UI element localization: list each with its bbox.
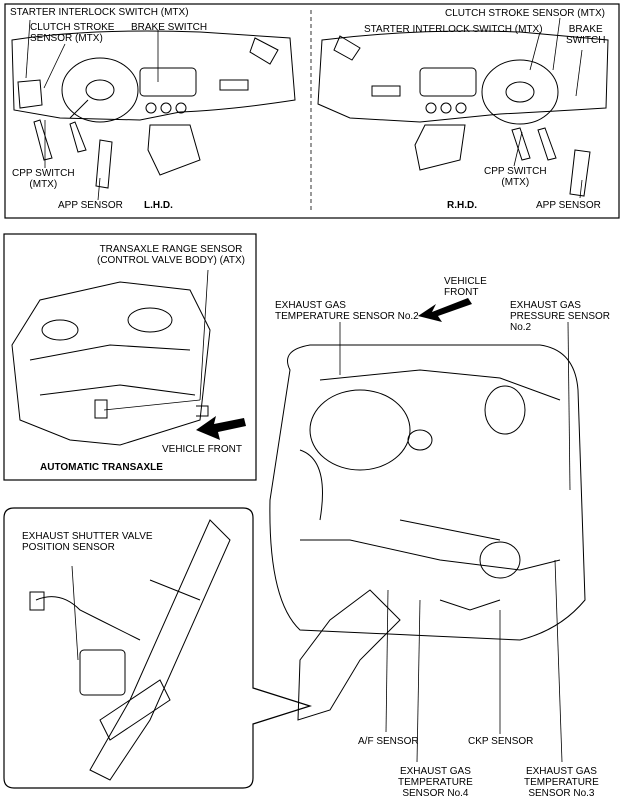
rhd-starter-interlock-label: STARTER INTERLOCK SWITCH (MTX) [364, 24, 543, 35]
af-sensor-label: A/F SENSOR [358, 736, 419, 747]
rhd-cpp-switch-label: CPP SWITCH (MTX) [484, 166, 547, 188]
lhd-clutch-stroke-label: CLUTCH STROKE SENSOR (MTX) [30, 22, 115, 44]
atx-vehicle-front-label: VEHICLE FRONT [162, 444, 243, 455]
atx-caption: AUTOMATIC TRANSAXLE [40, 462, 163, 473]
rhd-app-sensor-label: APP SENSOR [536, 200, 601, 211]
shutter-panel-frame [3, 507, 312, 789]
engine-vehicle-front-label: VEHICLE FRONT [444, 276, 487, 298]
engine-leader-lines [339, 321, 571, 763]
lhd-app-sensor-label: APP SENSOR [58, 200, 123, 211]
atx-transaxle-illustration [11, 281, 211, 446]
engine-illustration [269, 344, 586, 721]
egt-no4-label: EXHAUST GAS TEMPERATURE SENSOR No.4 [398, 766, 473, 799]
egt-no3-label: EXHAUST GAS TEMPERATURE SENSOR No.3 [524, 766, 599, 799]
shutter-sensor-label: EXHAUST SHUTTER VALVE POSITION SENSOR [22, 531, 153, 553]
atx-leader-lines [103, 269, 209, 411]
rhd-caption: R.H.D. [447, 200, 477, 211]
shutter-leader-line [71, 565, 79, 661]
egt-no2-label: EXHAUST GAS TEMPERATURE SENSOR No.2 [275, 300, 419, 322]
rhd-clutch-stroke-label: CLUTCH STROKE SENSOR (MTX) [445, 8, 606, 19]
lhd-brake-switch-label: BRAKE SWITCH [131, 22, 208, 33]
atx-panel-frame [3, 233, 257, 481]
ckp-sensor-label: CKP SENSOR [468, 736, 534, 747]
rhd-dashboard-illustration [317, 30, 609, 197]
lhd-caption: L.H.D. [144, 200, 173, 211]
top-panel-frame [4, 3, 620, 219]
atx-vehicle-front-arrow [196, 416, 246, 440]
top-leader-lines [25, 17, 583, 201]
shutter-illustration [29, 519, 231, 781]
rhd-brake-switch-label: BRAKE SWITCH [566, 24, 606, 46]
lhd-starter-interlock-label: STARTER INTERLOCK SWITCH (MTX) [10, 7, 189, 18]
lhd-dashboard-illustration [11, 30, 296, 189]
egp-no2-label: EXHAUST GAS PRESSURE SENSOR No.2 [510, 300, 611, 333]
engine-vehicle-front-arrow [418, 298, 472, 322]
lhd-cpp-switch-label: CPP SWITCH (MTX) [12, 168, 75, 190]
atx-range-sensor-label: TRANSAXLE RANGE SENSOR (CONTROL VALVE BO… [97, 244, 245, 266]
